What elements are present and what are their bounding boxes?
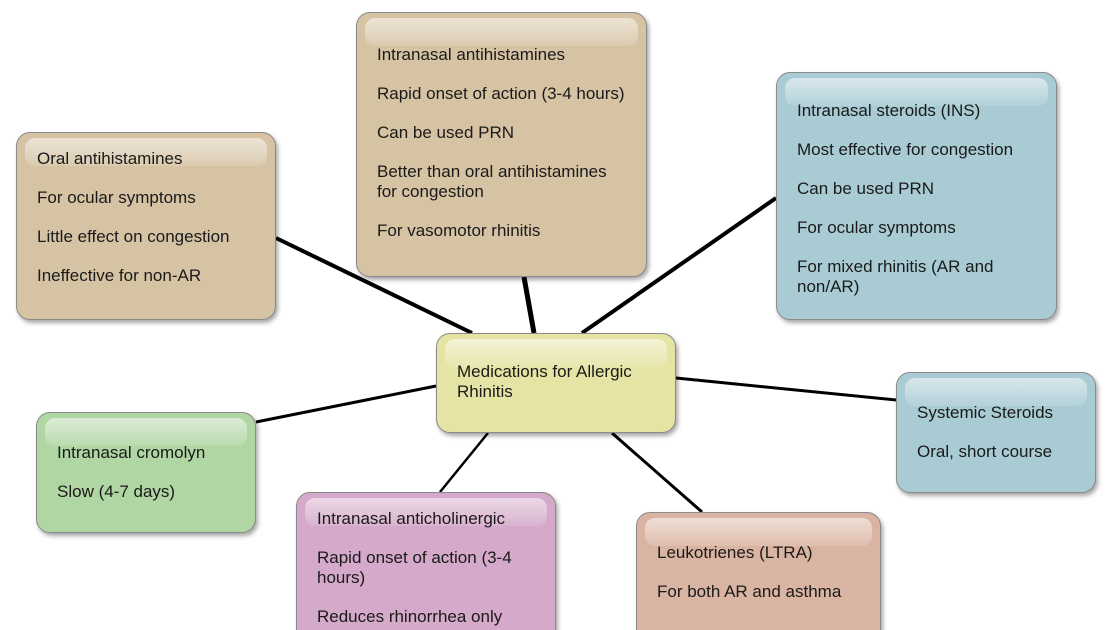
connector-systemic-steroids: [675, 376, 897, 402]
node-item: Reduces rhinorrhea only: [317, 607, 503, 626]
node-item: Most effective for congestion: [797, 140, 1014, 159]
node-leukotrienes[interactable]: Leukotrienes (LTRA) For both AR and asth…: [636, 512, 881, 630]
node-oral-antihistamines[interactable]: Oral antihistamines For ocular symptoms …: [16, 132, 276, 320]
connector-intranasal-cromolyn: [255, 384, 437, 424]
node-intranasal-cromolyn[interactable]: Intranasal cromolyn Slow (4-7 days): [36, 412, 256, 533]
connector-intranasal-antihistamines: [521, 276, 537, 334]
node-item: For ocular symptoms: [797, 218, 956, 237]
node-systemic-steroids[interactable]: Systemic Steroids Oral, short course: [896, 372, 1096, 493]
node-title: Intranasal cromolyn: [57, 443, 206, 462]
node-item: Oral, short course: [917, 442, 1053, 461]
node-intranasal-steroids[interactable]: Intranasal steroids (INS) Most effective…: [776, 72, 1057, 320]
node-title: Intranasal steroids (INS): [797, 101, 981, 120]
node-title: Leukotrienes (LTRA): [657, 543, 813, 562]
node-center-topic[interactable]: Medications for Allergic Rhinitis: [436, 333, 676, 433]
connector-leukotrienes: [611, 431, 703, 514]
node-item: For both AR and asthma: [657, 582, 842, 601]
node-item: Rapid onset of action (3-4 hours): [317, 548, 512, 587]
node-item: Can be used PRN: [377, 123, 515, 142]
node-title: Systemic Steroids: [917, 403, 1054, 422]
node-intranasal-antihistamines[interactable]: Intranasal antihistamines Rapid onset of…: [356, 12, 647, 277]
node-item: Slow (4-7 days): [57, 482, 176, 501]
node-item: Rapid onset of action (3-4 hours): [377, 84, 625, 103]
node-item: Ineffective for non-AR: [37, 266, 202, 285]
connector-intranasal-steroids: [580, 196, 778, 335]
center-title: Medications for Allergic Rhinitis: [457, 362, 632, 401]
node-item: For ocular symptoms: [37, 188, 196, 207]
node-title: Intranasal anticholinergic: [317, 509, 506, 528]
connector-intranasal-anticholinergic: [439, 432, 489, 493]
node-item: For vasomotor rhinitis: [377, 221, 541, 240]
node-intranasal-anticholinergic[interactable]: Intranasal anticholinergic Rapid onset o…: [296, 492, 556, 630]
node-item: Better than oral antihistamines for cong…: [377, 162, 607, 201]
node-title: Intranasal antihistamines: [377, 45, 566, 64]
node-item: For mixed rhinitis (AR and non/AR): [797, 257, 994, 296]
node-item: Little effect on congestion: [37, 227, 230, 246]
node-title: Oral antihistamines: [37, 149, 183, 168]
node-item: Can be used PRN: [797, 179, 935, 198]
connector-oral-antihistamines: [275, 236, 473, 335]
